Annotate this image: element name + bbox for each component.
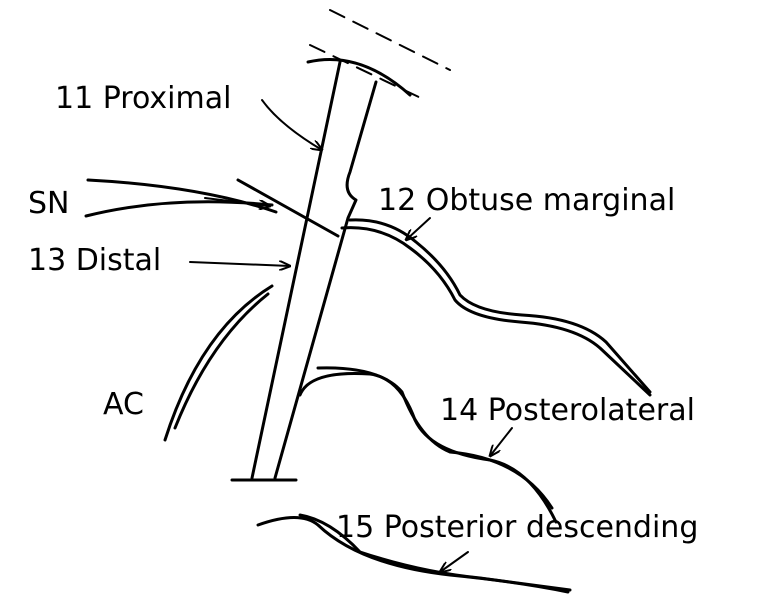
- obtuse-marginal-leader-arrow: [406, 217, 431, 240]
- label-ac: AC: [103, 387, 144, 422]
- label-13-distal: 13 Distal: [28, 243, 161, 278]
- section-line: [236, 178, 340, 238]
- vessel-top-cap: [306, 58, 412, 97]
- sn-branch: [84, 200, 274, 218]
- label-12-obtuse-marginal: 12 Obtuse marginal: [378, 183, 675, 218]
- posterolateral-leader-arrow: [490, 427, 513, 456]
- sn-leader-arrow: [204, 197, 270, 206]
- posterior-descending-leader-arrow: [440, 551, 469, 572]
- ac-branch: [163, 284, 274, 442]
- dashed-cut-line: [329, 9, 451, 71]
- sn-branch: [86, 178, 278, 214]
- posterolateral-branch: [316, 366, 554, 510]
- posterior-descending-branch: [298, 513, 572, 592]
- ac-branch: [173, 292, 270, 430]
- label-sn: SN: [28, 186, 69, 221]
- obtuse-marginal-branch: [340, 226, 652, 397]
- label-11-proximal: 11 Proximal: [55, 81, 231, 116]
- circumflex-left-wall: [250, 60, 342, 480]
- proximal-leader-arrow: [261, 99, 322, 150]
- label-15-posterior-descending: 15 Posterior descending: [336, 510, 698, 545]
- circumflex-right-wall: [273, 80, 378, 480]
- obtuse-marginal-branch: [348, 218, 652, 394]
- distal-leader-arrow: [189, 262, 290, 266]
- label-14-posterolateral: 14 Posterolateral: [440, 393, 695, 428]
